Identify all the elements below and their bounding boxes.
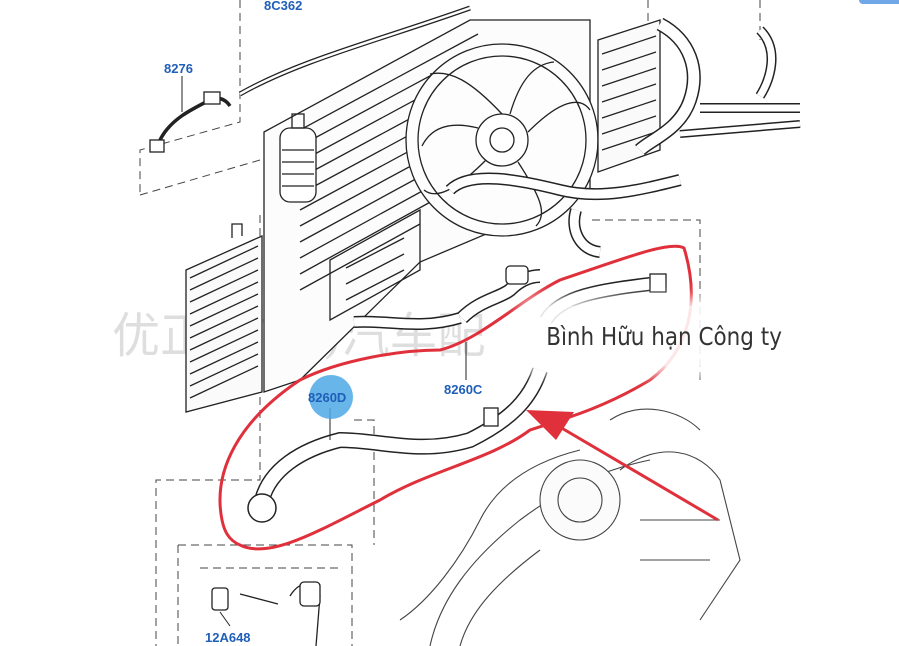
- label-highlight-bubble: [309, 375, 353, 419]
- part-label-8260D: 8260D: [308, 390, 346, 405]
- intercooler: [597, 19, 661, 173]
- hose-8260C: [353, 265, 541, 330]
- highlight-outline: [218, 244, 693, 551]
- part-label-8276: 8276: [164, 61, 193, 76]
- hose-8C362: [238, 5, 471, 97]
- sensor-8276: [149, 91, 232, 153]
- part-label-8260C: 8260C: [444, 382, 483, 397]
- part-label-12A648: 12A648: [205, 630, 251, 645]
- condenser-radiator: [185, 223, 263, 413]
- corner-indicator: [859, 0, 899, 4]
- caption-overlay: Bình Hữu hạn Công ty: [528, 306, 800, 366]
- red-arrow: [526, 410, 719, 522]
- turbo-assembly: [399, 408, 741, 646]
- clip-12A648: [211, 581, 321, 646]
- caption-text: Bình Hữu hạn Công ty: [546, 321, 782, 351]
- part-label-8C362: 8C362: [264, 0, 302, 13]
- upper-hoses: [445, 17, 801, 258]
- cooling-fan: [405, 43, 599, 237]
